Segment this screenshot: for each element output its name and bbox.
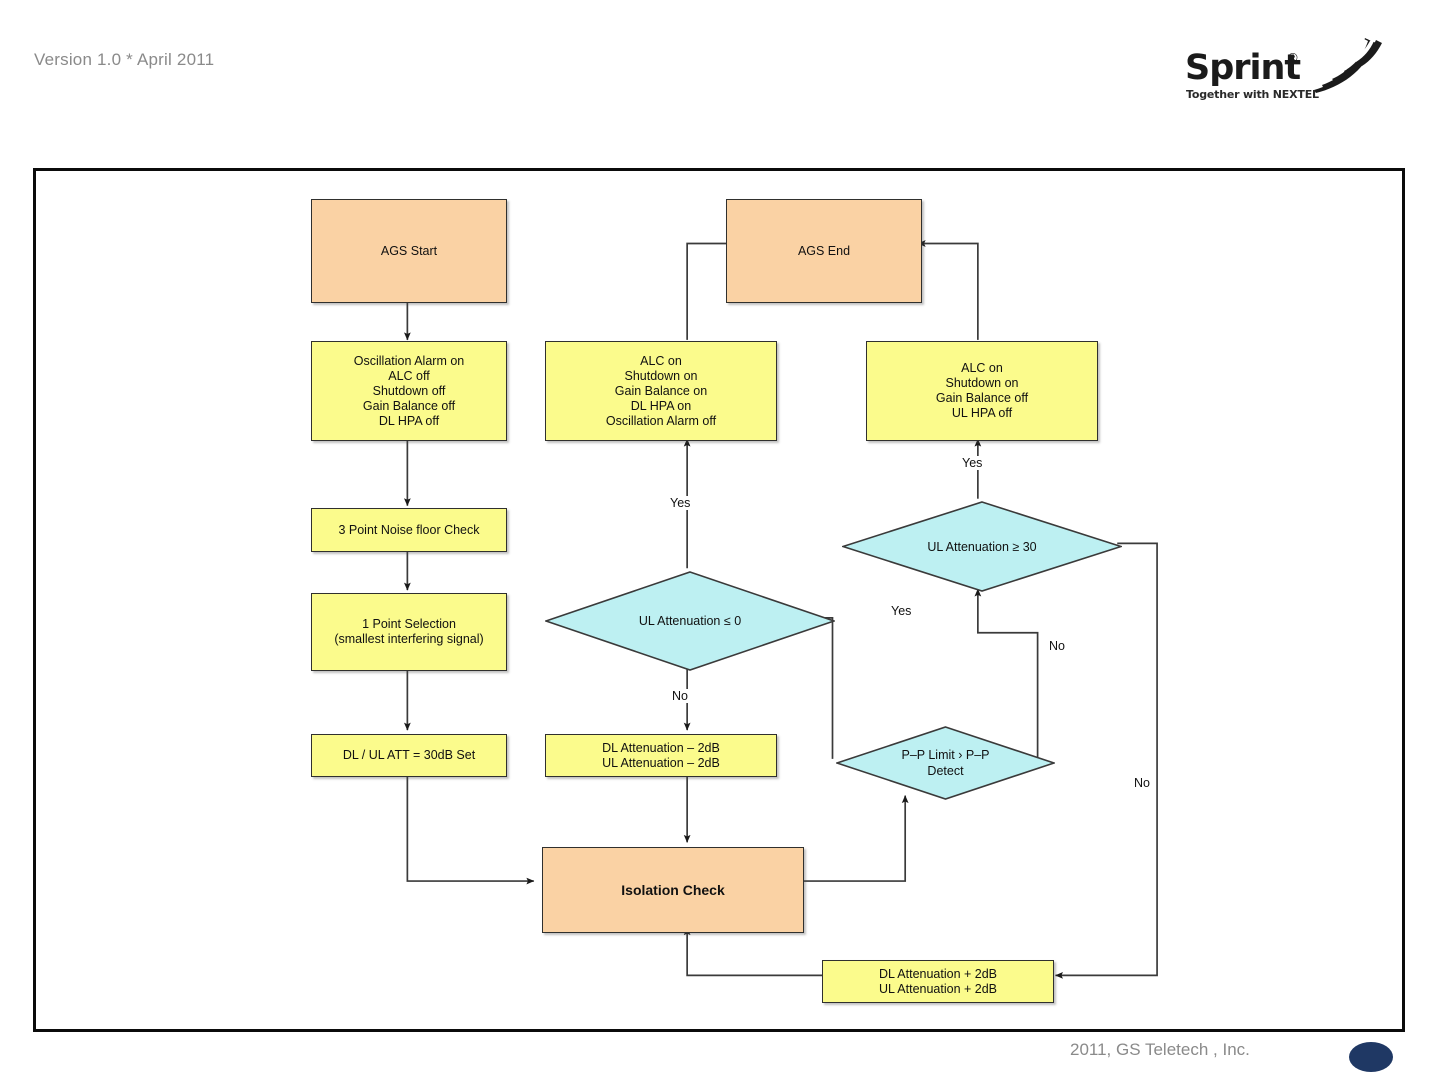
node-ul-end-state[interactable]: ALC on Shutdown on Gain Balance off UL H… — [866, 341, 1098, 441]
node-att-minus-2db-line2: UL Attenuation – 2dB — [602, 755, 720, 770]
edge-label-ul-le0-yes: Yes — [668, 496, 693, 510]
node-pp-limit-check-line1: P–P Limit › P–P — [901, 748, 990, 762]
node-ul-end-state-line1: ALC on — [961, 361, 1003, 375]
edge-label-pp-no: No — [1047, 639, 1067, 653]
diamond-shape-icon — [545, 571, 835, 671]
node-att-set[interactable]: DL / UL ATT = 30dB Set — [311, 734, 507, 777]
node-dl-end-state-line1: ALC on — [640, 353, 682, 368]
node-point-selection-line2: (smallest interfering signal) — [334, 632, 484, 646]
flowchart-connectors — [403, 240, 1158, 979]
node-init-settings-line2: ALC off — [388, 368, 430, 383]
node-dl-end-state-line3: Gain Balance on — [614, 383, 708, 398]
node-isolation-check[interactable]: Isolation Check — [542, 847, 804, 933]
node-dl-end-state-line4: DL HPA on — [630, 398, 692, 413]
node-point-selection[interactable]: 1 Point Selection (smallest interfering … — [311, 593, 507, 671]
node-att-minus-2db-line1: DL Attenuation – 2dB — [602, 740, 720, 755]
edge-label-ul-le0-no: No — [670, 689, 690, 703]
node-ul-end-state-line3: Gain Balance off — [935, 391, 1029, 405]
sprint-swoosh-icon — [1314, 37, 1382, 93]
diamond-shape-icon — [836, 726, 1055, 800]
registered-trademark-icon: ® — [1288, 50, 1298, 65]
node-init-settings-line3: Shutdown off — [372, 383, 446, 398]
slide-footer: 2011, GS Teletech , Inc. — [0, 1034, 1440, 1080]
node-ul-attenuation-le-0-label: UL Attenuation ≤ 0 — [638, 614, 742, 628]
node-pp-limit-check[interactable]: P–P Limit › P–P Detect — [836, 726, 1055, 800]
node-pp-limit-check-line2: Detect — [927, 764, 964, 778]
node-att-plus-2db-line1: DL Attenuation + 2dB — [878, 966, 998, 981]
diamond-shape-icon — [842, 501, 1122, 592]
node-noise-floor-check-label: 3 Point Noise floor Check — [338, 522, 480, 537]
version-label: Version 1.0 * April 2011 — [34, 50, 215, 69]
node-dl-end-state-line5: Oscillation Alarm off — [605, 413, 717, 428]
node-ags-start-label: AGS Start — [380, 243, 438, 258]
node-att-plus-2db[interactable]: DL Attenuation + 2dB UL Attenuation + 2d… — [822, 960, 1054, 1003]
node-ags-start[interactable]: AGS Start — [311, 199, 507, 303]
footer-dot-decoration — [1349, 1042, 1393, 1072]
slide-header: Version 1.0 * April 2011 Sprint ® Togeth… — [0, 0, 1440, 130]
node-att-set-label: DL / UL ATT = 30dB Set — [342, 748, 476, 762]
sprint-tagline-text: Together with NEXTEL — [1186, 88, 1319, 101]
node-att-plus-2db-line2: UL Attenuation + 2dB — [878, 981, 998, 996]
node-att-minus-2db[interactable]: DL Attenuation – 2dB UL Attenuation – 2d… — [545, 734, 777, 777]
node-point-selection-line1: 1 Point Selection — [362, 617, 456, 631]
flowchart-frame: AGS Start AGS End Oscillation Alarm on A… — [33, 168, 1405, 1032]
node-dl-end-state-line2: Shutdown on — [624, 368, 698, 383]
node-init-settings-line4: Gain Balance off — [362, 398, 456, 413]
node-pp-limit-check-label: P–P Limit › P–P Detect — [901, 747, 989, 779]
sprint-logo: Sprint ® Together with NEXTEL — [1185, 37, 1400, 106]
node-isolation-check-label: Isolation Check — [621, 881, 725, 898]
node-dl-end-state[interactable]: ALC on Shutdown on Gain Balance on DL HP… — [545, 341, 777, 441]
node-init-settings-line1: Oscillation Alarm on — [353, 353, 465, 368]
edge-label-pp-yes: Yes — [889, 604, 914, 618]
node-init-settings-line5: DL HPA off — [378, 413, 440, 428]
sprint-wordmark-text: Sprint — [1185, 48, 1301, 88]
node-ul-attenuation-ge-30[interactable]: UL Attenuation ≥ 30 — [842, 501, 1122, 592]
node-ul-attenuation-le-0[interactable]: UL Attenuation ≤ 0 — [545, 571, 835, 671]
node-ul-attenuation-ge-30-label: UL Attenuation ≥ 30 — [927, 539, 1037, 554]
node-ags-end-label: AGS End — [797, 243, 851, 258]
edge-label-ul-ge30-yes: Yes — [960, 456, 985, 470]
node-noise-floor-check[interactable]: 3 Point Noise floor Check — [311, 508, 507, 552]
edge-label-ul-ge30-no: No — [1132, 776, 1152, 790]
node-init-settings[interactable]: Oscillation Alarm on ALC off Shutdown of… — [311, 341, 507, 441]
node-ul-end-state-line4: UL HPA off — [951, 406, 1013, 420]
node-ul-end-state-line2: Shutdown on — [945, 376, 1019, 390]
node-ags-end[interactable]: AGS End — [726, 199, 922, 303]
copyright-text: 2011, GS Teletech , Inc. — [1070, 1040, 1250, 1059]
